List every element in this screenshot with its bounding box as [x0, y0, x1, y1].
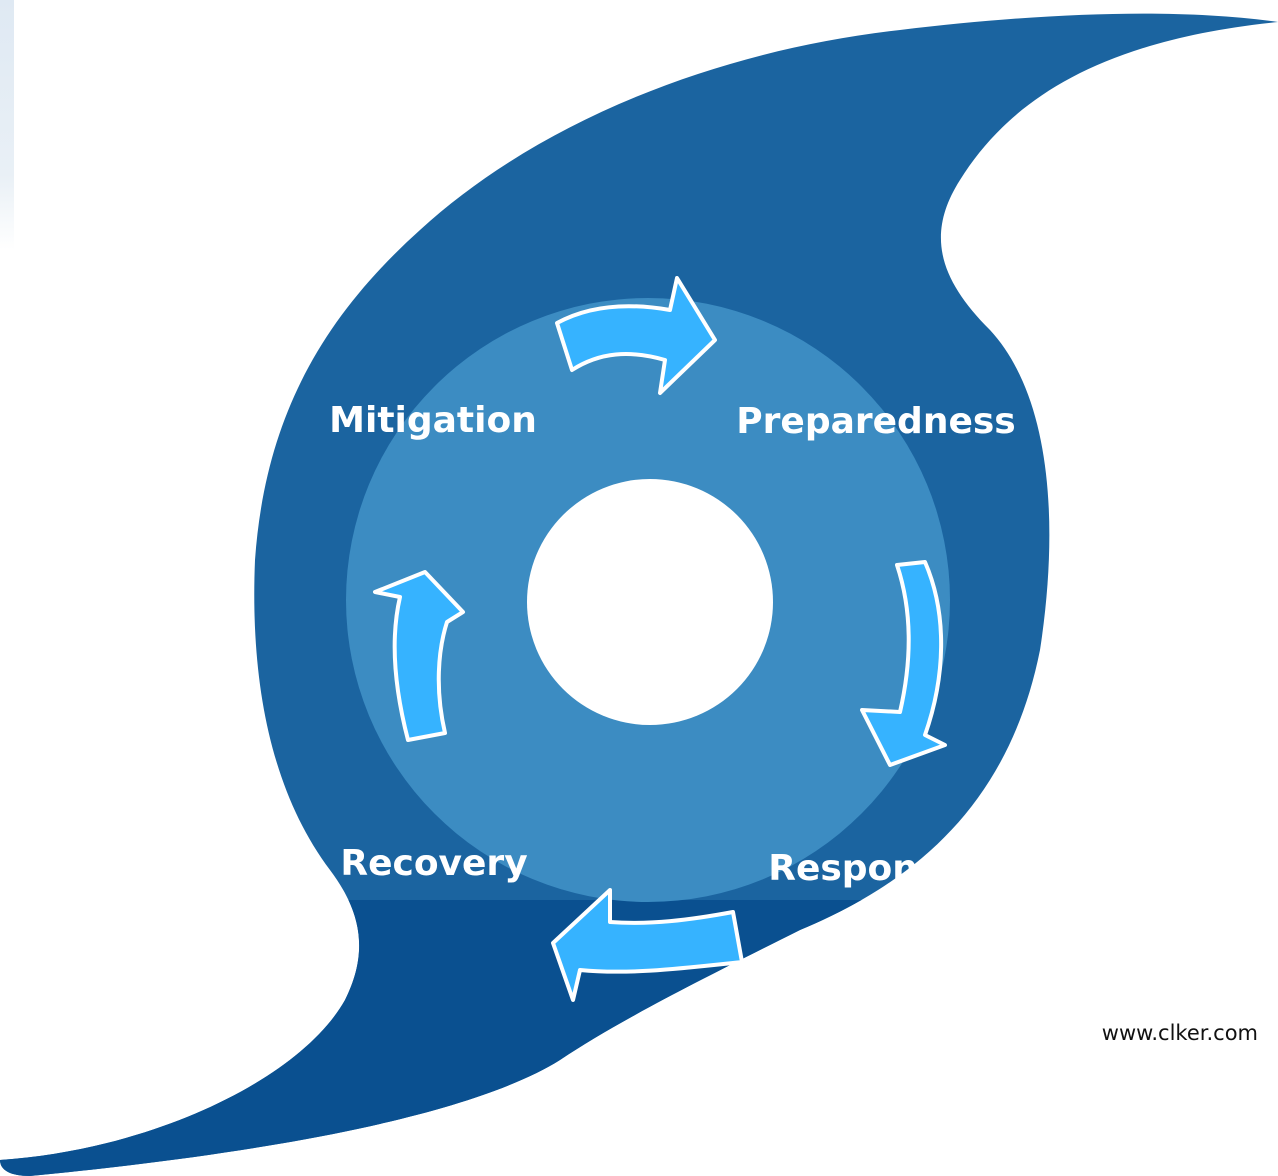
cycle-arrows [373, 276, 947, 1002]
arrow-response-to-recovery [551, 888, 744, 1002]
hurricane-symbol-icon [0, 13, 1278, 1176]
phase-label-recovery: Recovery [340, 843, 527, 884]
left-edge-shade [0, 0, 14, 250]
arrow-preparedness-to-response [860, 560, 947, 767]
phase-label-response: Response [768, 848, 964, 889]
image-credit: www.clker.com [1102, 1021, 1258, 1045]
arrow-recovery-to-mitigation [373, 570, 465, 742]
storm-eye [527, 479, 773, 725]
phase-labels: Mitigation Preparedness Response Recover… [329, 400, 1016, 889]
phase-label-preparedness: Preparedness [736, 401, 1015, 442]
arrow-mitigation-to-preparedness [555, 276, 717, 395]
phase-label-mitigation: Mitigation [329, 400, 537, 441]
